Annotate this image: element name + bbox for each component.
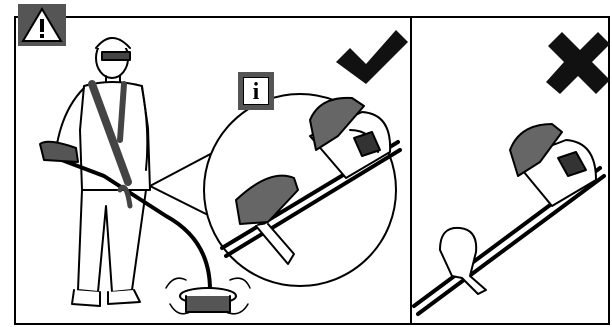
check-icon [336, 30, 408, 84]
operator-figure [56, 38, 150, 306]
info-glyph: i [244, 78, 268, 106]
information-symbol: i [238, 72, 274, 110]
cross-icon [546, 32, 610, 94]
information-icon: i [243, 77, 269, 105]
